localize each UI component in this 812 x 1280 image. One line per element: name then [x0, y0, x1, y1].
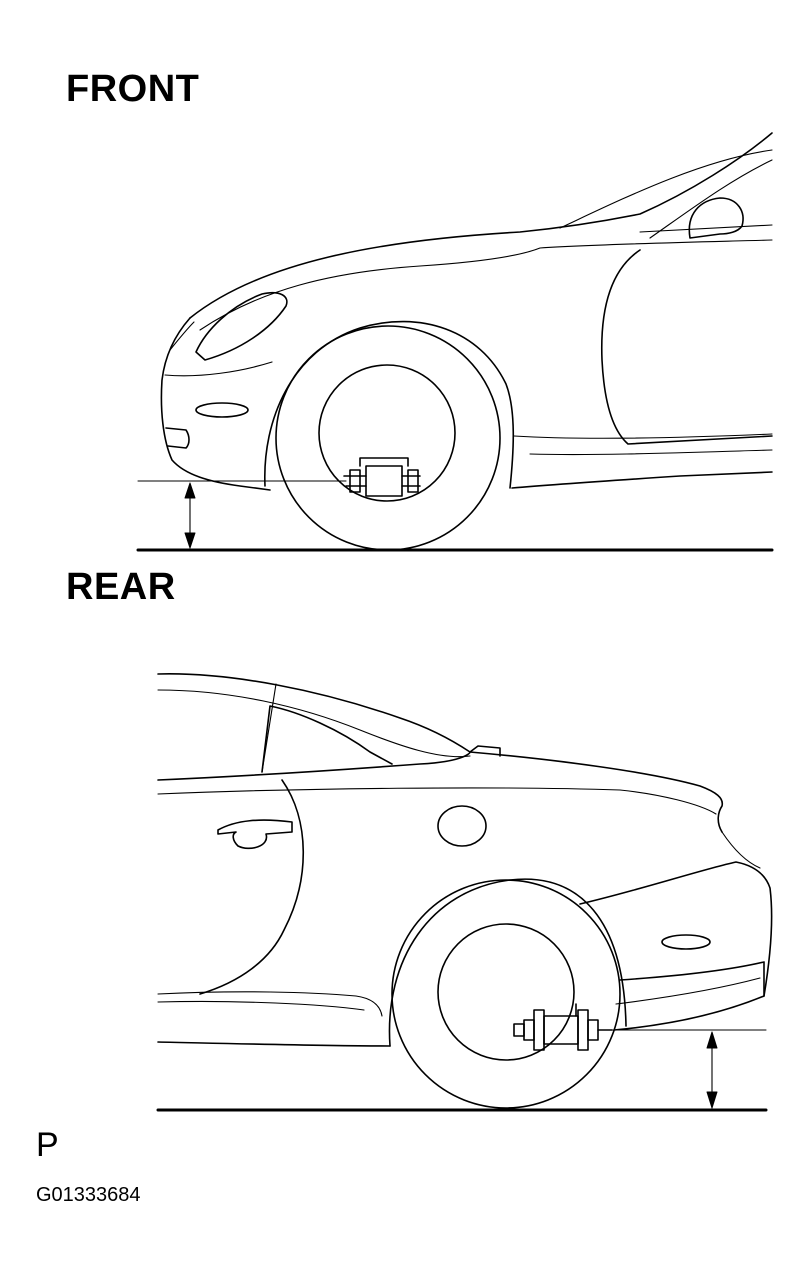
front-rocker-panel: [511, 471, 773, 489]
front-bumper-face: [160, 317, 271, 491]
front-arrow-down: [184, 532, 196, 549]
rear-arrow-down: [706, 1091, 718, 1109]
rear-side-marker: [661, 934, 711, 950]
front-rocker-trim-2: [529, 449, 773, 456]
rear-wheel: [437, 923, 575, 1061]
rear-rocker-2: [157, 1000, 365, 1011]
front-roof-line: [639, 224, 773, 233]
rear-side-window: [261, 705, 393, 773]
front-door-edge: [600, 249, 773, 445]
rear-quarter-line: [579, 861, 773, 997]
front-wheel: [318, 364, 456, 502]
rear-tire: [391, 879, 621, 1109]
front-windshield-edge: [559, 149, 773, 229]
rear-height-measurement: [156, 1029, 768, 1112]
rear-fuel-door: [437, 805, 487, 847]
front-hub-gauge: [343, 457, 421, 497]
figure-code: G01333684: [36, 1184, 141, 1206]
front-bumper-line: [164, 361, 273, 377]
rear-beltline-2: [157, 787, 717, 815]
rear-c-pillar: [261, 683, 277, 773]
rear-section-title: REAR: [66, 566, 176, 608]
rear-bumper-lower-2: [615, 977, 761, 1005]
rear-roof-line: [157, 673, 471, 753]
rear-roof-inner: [157, 689, 471, 758]
rear-bumper-crease: [721, 831, 761, 869]
front-side-mirror: [688, 197, 744, 239]
rear-hub-gauge: [513, 1003, 613, 1051]
page-marker: P: [36, 1126, 59, 1164]
rear-rocker: [157, 991, 383, 1017]
rear-beltline: [157, 751, 471, 781]
front-rocker-trim: [513, 433, 773, 439]
rear-arrow-up: [706, 1031, 718, 1049]
front-grille-edge: [169, 321, 195, 351]
rear-car-illustration: [157, 673, 773, 1109]
front-a-pillar: [649, 159, 773, 239]
rear-bumper-lower: [613, 961, 765, 1031]
rear-rocker-bottom: [157, 1041, 391, 1047]
front-hood-line: [189, 132, 773, 319]
front-fog-lamp: [165, 427, 190, 449]
front-side-marker: [195, 402, 249, 418]
front-height-measurement: [136, 480, 774, 552]
rear-wheel-arch: [388, 878, 627, 1047]
front-arrow-up: [184, 482, 196, 499]
rear-door-edge: [199, 779, 304, 995]
front-car-illustration: [160, 132, 773, 551]
front-section-title: FRONT: [66, 68, 200, 110]
front-headlamp: [195, 291, 288, 361]
rear-deck-lid: [469, 751, 724, 833]
rear-door-handle: [217, 819, 293, 850]
front-fender-crease: [199, 239, 773, 331]
front-wheel-arch: [264, 320, 515, 489]
rear-spoiler: [469, 745, 501, 757]
